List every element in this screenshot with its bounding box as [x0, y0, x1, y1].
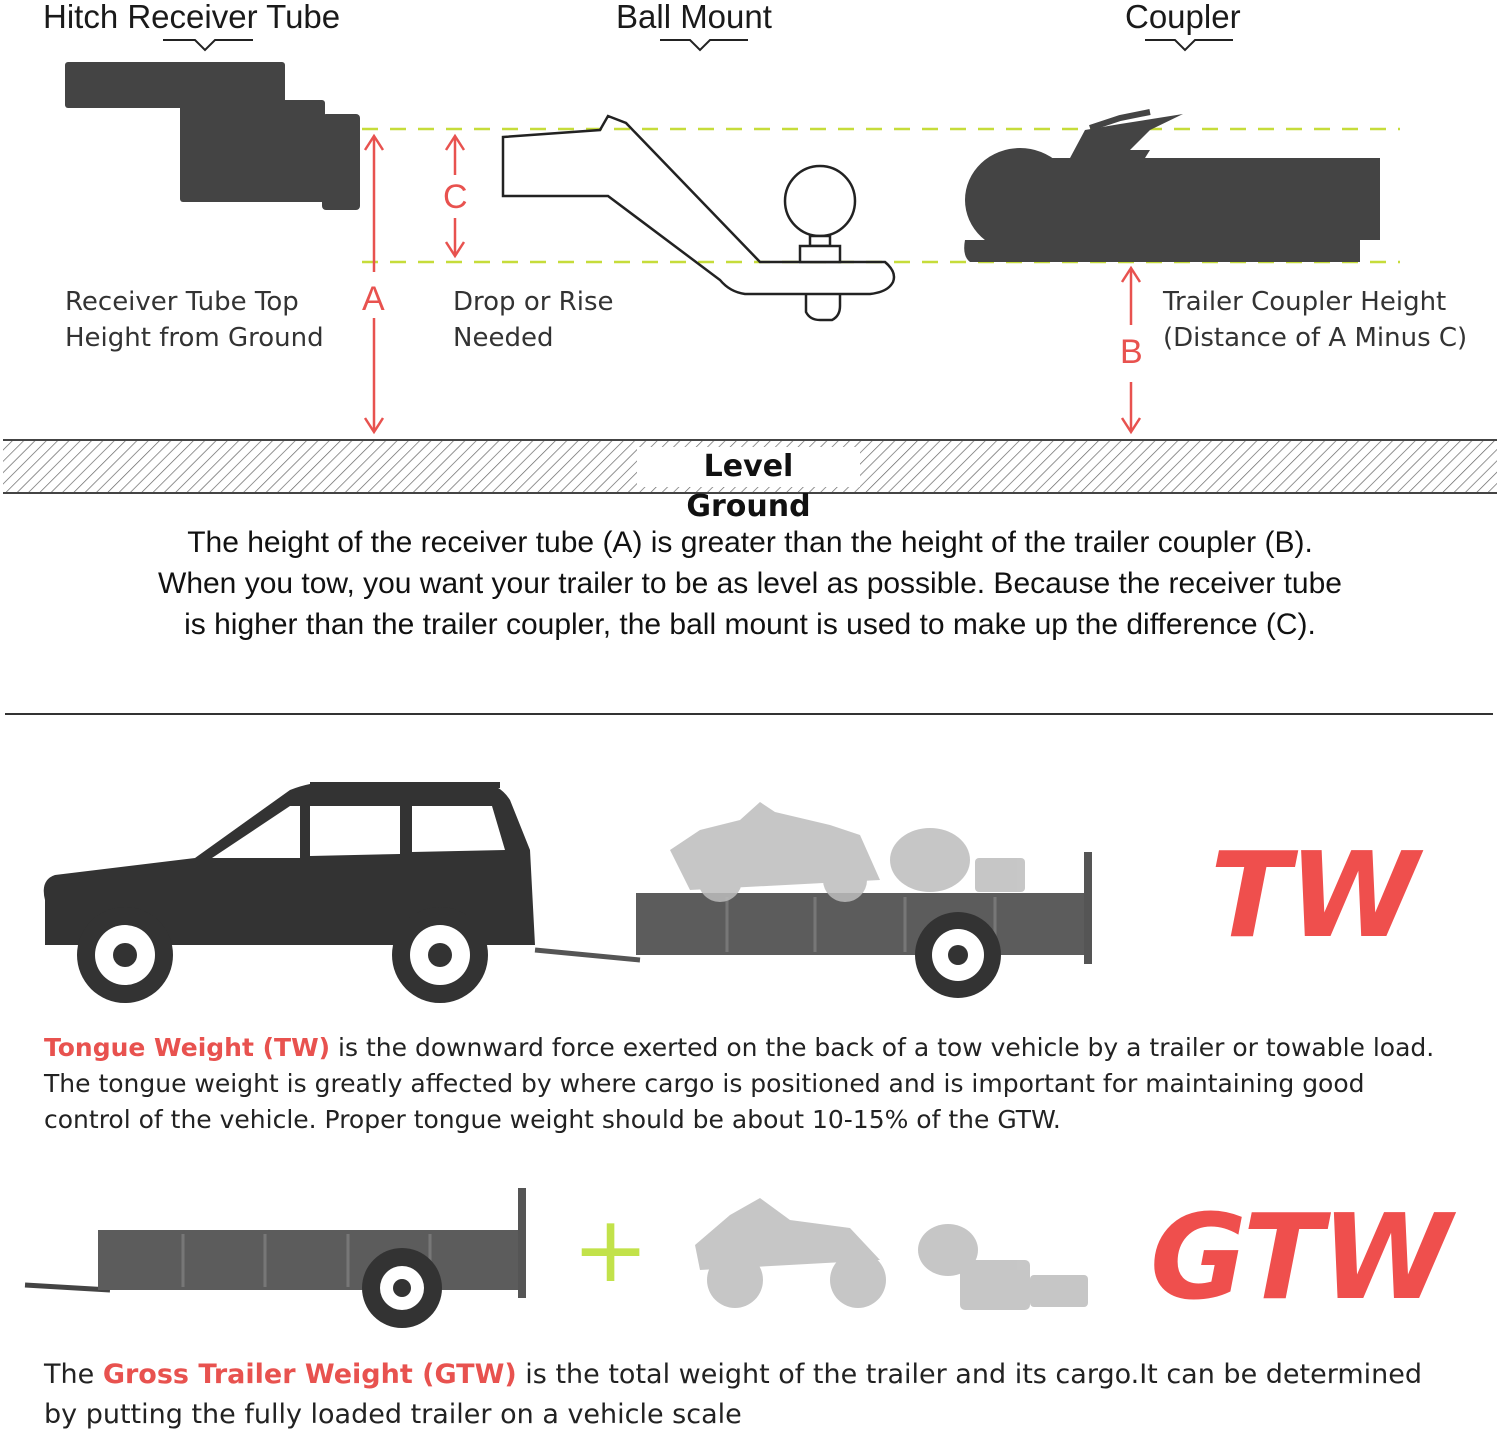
gross-weight-description: The Gross Trailer Weight (GTW) is the to…	[44, 1355, 1484, 1435]
arrow-a	[363, 133, 385, 435]
drop-label-line2: Needed	[453, 323, 554, 353]
header-receiver: Hitch Receiver Tube	[43, 0, 341, 35]
tongue-line-1: Tongue Weight (TW) is the downward force…	[44, 1030, 1484, 1066]
gross-prefix: The	[44, 1359, 103, 1390]
tongue-line-2: The tongue weight is greatly affected by…	[44, 1069, 1365, 1098]
drop-rise-label: Drop or Rise Needed	[453, 284, 614, 356]
coupler-label-line1: Trailer Coupler Height	[1163, 287, 1447, 317]
explanation-line-3: is higher than the trailer coupler, the …	[184, 608, 1316, 641]
tongue-weight-term: Tongue Weight (TW)	[44, 1033, 331, 1062]
trailer-shape-top	[534, 852, 1092, 998]
coupler-label-line2: (Distance of A Minus C)	[1163, 323, 1468, 353]
cargo-bottom	[695, 1198, 1088, 1310]
arrow-c	[444, 133, 466, 259]
ground-band	[3, 439, 1497, 494]
cargo-top	[670, 802, 1025, 902]
receiver-height-label: Receiver Tube Top Height from Ground	[65, 284, 324, 356]
letter-b: B	[1120, 333, 1143, 371]
header-coupler: Coupler	[1125, 0, 1241, 35]
level-ground-label: Level Ground	[686, 449, 811, 524]
arrow-b	[1120, 265, 1142, 435]
gross-line-2: by putting the fully loaded trailer on a…	[44, 1399, 742, 1430]
gtw-big-label: GTW	[1150, 1188, 1451, 1326]
receiver-label-line1: Receiver Tube Top	[65, 287, 299, 317]
tongue-line-3: control of the vehicle. Proper tongue we…	[44, 1105, 1061, 1134]
letter-c: C	[443, 178, 468, 216]
header-ball-mount: Ball Mount	[616, 0, 772, 35]
letter-a: A	[362, 280, 385, 318]
height-explanation: The height of the receiver tube (A) is g…	[0, 522, 1500, 645]
explanation-line-1: The height of the receiver tube (A) is g…	[187, 526, 1313, 559]
receiver-caret	[163, 39, 253, 52]
receiver-tube-shape	[65, 62, 360, 210]
ball-mount-shape	[501, 114, 896, 322]
ball-mount-caret	[660, 39, 748, 52]
coupler-height-label: Trailer Coupler Height (Distance of A Mi…	[1163, 284, 1467, 356]
gross-weight-term: Gross Trailer Weight (GTW)	[102, 1359, 517, 1390]
tongue-weight-description: Tongue Weight (TW) is the downward force…	[44, 1030, 1484, 1138]
drop-label-line1: Drop or Rise	[453, 287, 614, 317]
explanation-line-2: When you tow, you want your trailer to b…	[158, 567, 1342, 600]
receiver-label-line2: Height from Ground	[65, 323, 324, 353]
tongue-line-1-rest: is the downward force exerted on the bac…	[330, 1033, 1435, 1062]
gross-line-1: The Gross Trailer Weight (GTW) is the to…	[44, 1355, 1484, 1395]
plus-sign: +	[572, 1196, 650, 1303]
trailer-shape-bottom	[24, 1188, 526, 1328]
suv-wheels	[77, 907, 488, 1003]
suv-windows	[212, 806, 505, 858]
coupler-shape	[964, 109, 1380, 262]
gross-line-1-rest: is the total weight of the trailer and i…	[516, 1359, 1422, 1390]
tw-big-label: TW	[1210, 826, 1419, 964]
coupler-caret	[1145, 39, 1233, 52]
